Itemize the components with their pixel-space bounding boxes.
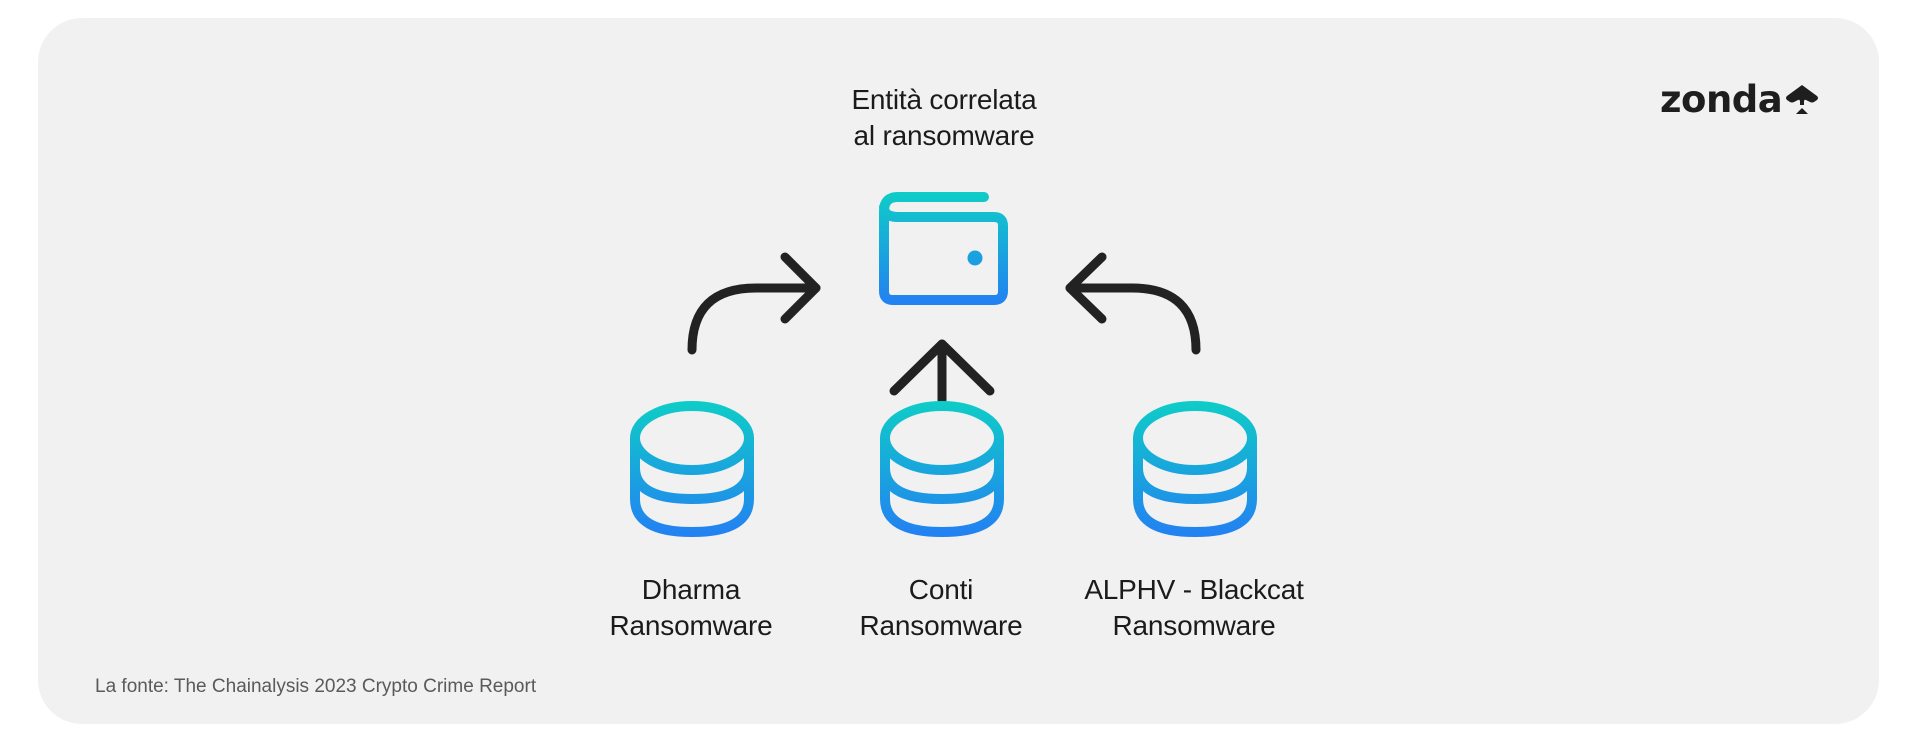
- source-label-line-1: ALPHV - Blackcat: [1084, 574, 1304, 605]
- arrow-up-icon: [889, 339, 995, 405]
- diagram-card: [38, 18, 1879, 724]
- zonda-mark-icon: [1786, 85, 1819, 114]
- zonda-logo: zonda: [1660, 78, 1820, 122]
- coin-stack-icon: [1133, 401, 1257, 537]
- curved-arrow-left-icon: [1065, 252, 1201, 355]
- source-label-conti: Conti Ransomware: [860, 572, 1023, 644]
- wallet-icon: [879, 192, 1008, 305]
- coin-stack-icon: [630, 401, 754, 537]
- source-label-line-2: Ransomware: [609, 610, 773, 641]
- curved-arrow-right-icon: [687, 252, 821, 355]
- target-label-line-2: al ransomware: [853, 120, 1035, 151]
- source-label-dharma: Dharma Ransomware: [610, 572, 773, 644]
- source-label-line-2: Ransomware: [1112, 610, 1276, 641]
- source-label-line-2: Ransomware: [859, 610, 1023, 641]
- source-label-line-1: Conti: [908, 574, 974, 605]
- logo-wordmark: zonda: [1660, 78, 1783, 121]
- source-citation: La fonte: The Chainalysis 2023 Crypto Cr…: [95, 676, 537, 697]
- target-entity-label: Entità correlata al ransomware: [851, 82, 1036, 154]
- coin-stack-icon: [880, 401, 1004, 537]
- target-label-line-1: Entità correlata: [851, 84, 1037, 115]
- source-label-line-1: Dharma: [641, 574, 741, 605]
- source-label-alphv-blackcat: ALPHV - Blackcat Ransomware: [1084, 572, 1304, 644]
